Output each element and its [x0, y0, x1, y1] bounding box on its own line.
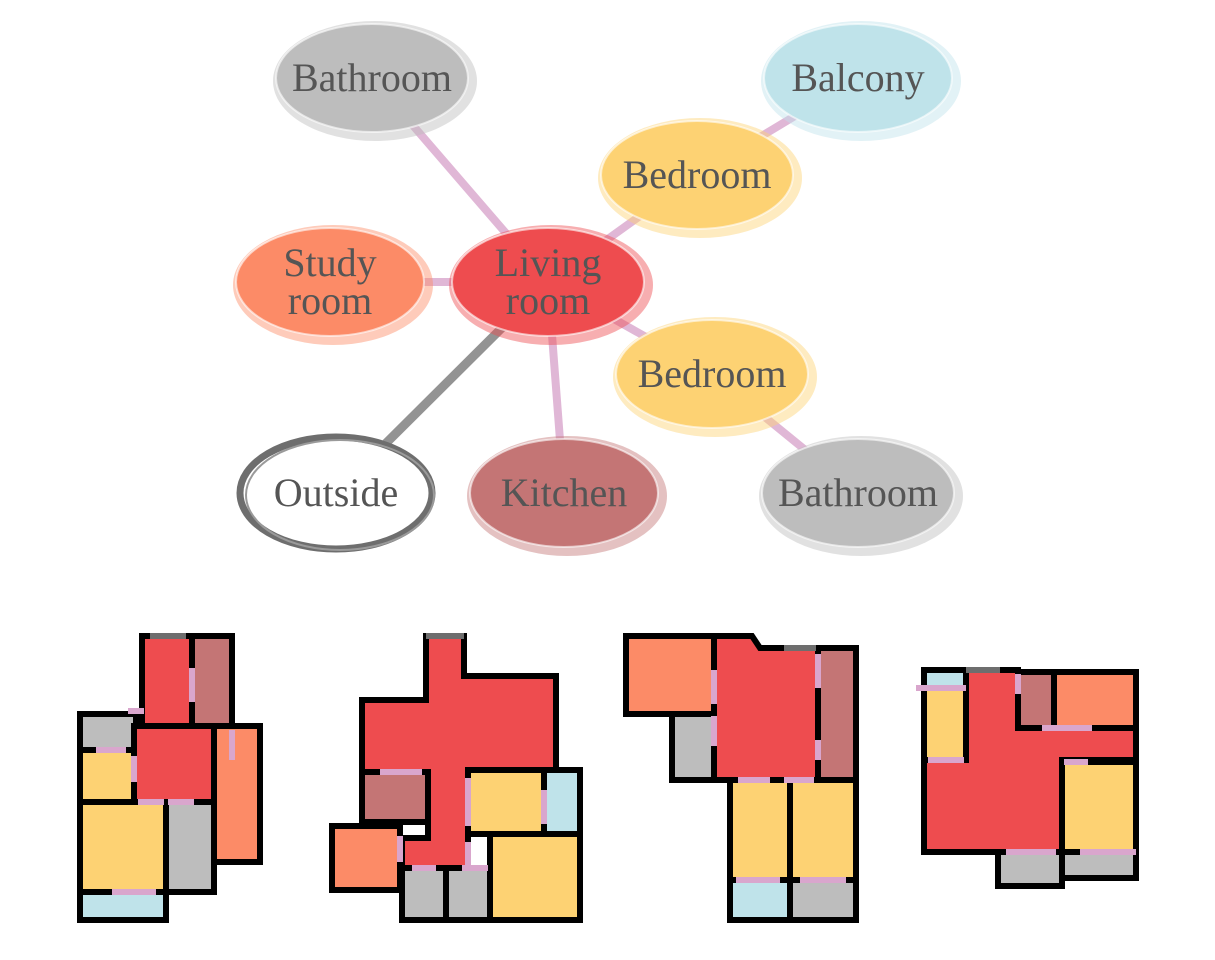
- room-bedroom: [727, 777, 793, 883]
- door: [815, 740, 821, 760]
- node-kitchen-label: Kitchen: [501, 470, 628, 515]
- floorplan-1: [77, 633, 263, 923]
- door: [711, 716, 717, 746]
- room-kitchen: [189, 633, 235, 729]
- room-bathroom: [443, 865, 493, 923]
- node-balcony: Balcony: [761, 21, 961, 141]
- door: [815, 654, 821, 688]
- door: [916, 685, 966, 691]
- room-bathroom: [1059, 849, 1139, 881]
- node-living-label: Living: [495, 240, 602, 285]
- room-living: [139, 633, 195, 739]
- room-study: [623, 633, 717, 717]
- room-bedroom: [1059, 759, 1139, 855]
- room-bedroom: [787, 777, 859, 883]
- door: [96, 747, 126, 753]
- room-bathroom: [163, 799, 217, 895]
- node-kitchen-bubble: [469, 438, 659, 548]
- node-study-bubble: [235, 227, 425, 337]
- node-outside-ring-stroke: [245, 439, 435, 551]
- door: [229, 730, 235, 760]
- entrance-door: [150, 633, 186, 639]
- door: [738, 777, 770, 783]
- node-outside-label: Outside: [274, 470, 398, 515]
- door: [1006, 849, 1056, 855]
- door: [128, 708, 144, 714]
- node-bed2-label: Bedroom: [638, 351, 787, 396]
- entrance-door: [966, 667, 1000, 673]
- node-study-label: Study: [283, 240, 376, 285]
- node-living-label: room: [506, 278, 590, 323]
- door: [1080, 849, 1136, 855]
- room-kitchen: [815, 645, 859, 783]
- node-living-bubble: [451, 227, 645, 337]
- door: [462, 865, 488, 871]
- door: [784, 777, 814, 783]
- room-balcony: [727, 877, 793, 923]
- node-balcony-label: Balcony: [791, 55, 924, 100]
- node-bed1: Bedroom: [598, 118, 802, 238]
- room-balcony: [541, 767, 583, 837]
- node-bath2-label: Bathroom: [778, 470, 938, 515]
- node-kitchen: Kitchen: [467, 436, 667, 556]
- room-bathroom: [995, 849, 1065, 889]
- door: [131, 756, 137, 782]
- door: [1042, 725, 1092, 731]
- door: [711, 670, 717, 704]
- node-bed2: Bedroom: [613, 317, 817, 437]
- room-bedroom: [487, 831, 583, 923]
- door: [138, 799, 164, 805]
- room-bathroom: [669, 711, 717, 783]
- node-bath1-bubble: [275, 23, 469, 133]
- room-living: [711, 633, 821, 783]
- door: [541, 790, 547, 824]
- floorplan-4: [916, 667, 1139, 889]
- room-kitchen: [1015, 669, 1057, 731]
- room-bathroom: [787, 877, 859, 923]
- floorplan-3: [623, 633, 859, 923]
- door: [800, 877, 846, 883]
- room-balcony: [77, 889, 169, 923]
- door: [736, 877, 780, 883]
- door: [168, 799, 194, 805]
- door: [412, 865, 436, 871]
- door: [189, 668, 195, 702]
- room-study: [329, 823, 403, 893]
- floorplan-row: [77, 633, 1139, 923]
- room-bathroom: [399, 865, 449, 923]
- room-kitchen: [359, 769, 431, 825]
- node-bed1-bubble: [600, 120, 794, 230]
- door: [1064, 759, 1088, 765]
- node-bath2: Bathroom: [759, 436, 963, 556]
- door: [465, 778, 471, 826]
- room-bathroom: [77, 711, 139, 753]
- room-bedroom: [77, 747, 137, 805]
- node-study-label: room: [288, 278, 372, 323]
- node-bed2-bubble: [615, 319, 809, 429]
- node-outside: Outside: [236, 433, 436, 553]
- door: [397, 836, 403, 862]
- door: [380, 769, 422, 775]
- room-bedroom: [921, 685, 969, 763]
- room-bedroom: [465, 767, 547, 837]
- node-bath1-label: Bathroom: [292, 55, 452, 100]
- floorplan-2: [329, 633, 583, 923]
- node-bed1-label: Bedroom: [623, 152, 772, 197]
- room-study: [1051, 669, 1139, 731]
- door: [928, 757, 964, 763]
- node-bath1: Bathroom: [273, 21, 477, 141]
- entrance-door: [426, 633, 464, 639]
- entrance-door: [784, 645, 816, 651]
- node-bath2-bubble: [761, 438, 955, 548]
- door: [1015, 674, 1021, 694]
- node-balcony-bubble: [763, 23, 953, 133]
- door: [465, 842, 471, 866]
- room-study: [211, 723, 263, 865]
- room-bedroom: [77, 799, 169, 895]
- door: [112, 889, 156, 895]
